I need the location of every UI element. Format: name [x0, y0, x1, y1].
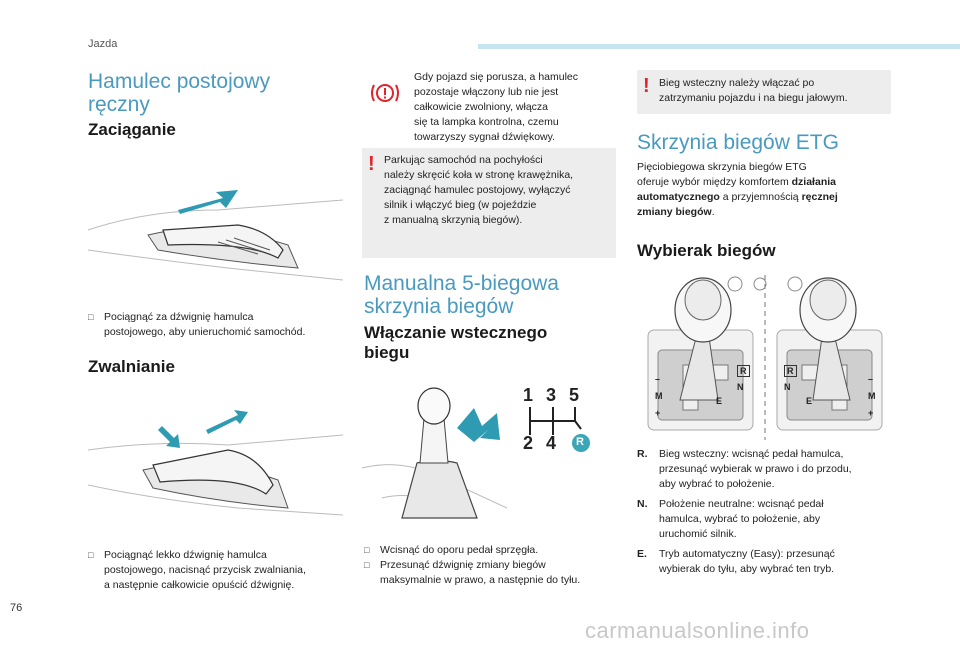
square-bullet-icon: □	[364, 545, 370, 555]
reverse-warning-text: Bieg wsteczny należy włączać po zatrzyma…	[659, 77, 848, 104]
release-heading: Zwalnianie	[88, 357, 175, 376]
reverse-heading: Włączanie wstecznego biegu	[364, 323, 548, 362]
warning-exclamation-icon: !	[368, 153, 375, 175]
parking-slope-warning-box: ! Parkując samochód na pochyłości należy…	[362, 148, 616, 258]
page-number: 76	[10, 602, 23, 614]
handbrake-apply-illustration	[88, 150, 343, 290]
etg-title: Skrzynia biegów ETG	[637, 131, 839, 154]
reverse-warning-box: ! Bieg wsteczny należy włączać po zatrzy…	[637, 70, 891, 114]
apply-bullet: □ Pociągnąć za dźwignię hamulca postojow…	[88, 311, 306, 338]
manual-bullets: □ Wcisnąć do oporu pedał sprzęgła. □ Prz…	[364, 544, 581, 586]
header-bar	[478, 44, 960, 49]
watermark: carmanualsonline.info	[585, 618, 810, 643]
list-item: R. Bieg wsteczny: wcisnąć pedał hamulca,…	[637, 448, 852, 490]
parking-brake-warning-lamp-icon	[368, 80, 402, 106]
square-bullet-icon: □	[88, 550, 94, 560]
manual-gear-lever-illustration	[362, 368, 507, 528]
etg-selector-illustration: – M + R N E R N E – M +	[638, 270, 892, 440]
etg-intro: Pięciobiegowa skrzynia biegów ETG oferuj…	[637, 161, 838, 218]
selector-heading: Wybierak biegów	[637, 241, 776, 260]
release-bullet: □ Pociągnąć lekko dźwignię hamulca posto…	[88, 549, 306, 591]
reverse-gear-badge: R	[576, 436, 584, 448]
apply-heading: Zaciąganie	[88, 120, 176, 139]
gear-shift-pattern: 1 3 5 2 4 R	[515, 385, 600, 460]
square-bullet-icon: □	[88, 312, 94, 322]
moving-warning-text: Gdy pojazd się porusza, a hamulec pozost…	[414, 71, 579, 143]
etg-positions-list: R. Bieg wsteczny: wcisnąć pedał hamulca,…	[637, 447, 897, 582]
section-label: Jazda	[88, 38, 118, 50]
manual-gearbox-title: Manualna 5-biegowa skrzynia biegów	[364, 272, 559, 318]
parking-brake-title: Hamulec postojowy ręczny	[88, 70, 271, 116]
square-bullet-icon: □	[364, 560, 370, 570]
warning-exclamation-icon: !	[643, 75, 650, 97]
handbrake-release-illustration	[88, 390, 343, 530]
parking-slope-warning-text: Parkując samochód na pochyłości należy s…	[384, 154, 574, 226]
